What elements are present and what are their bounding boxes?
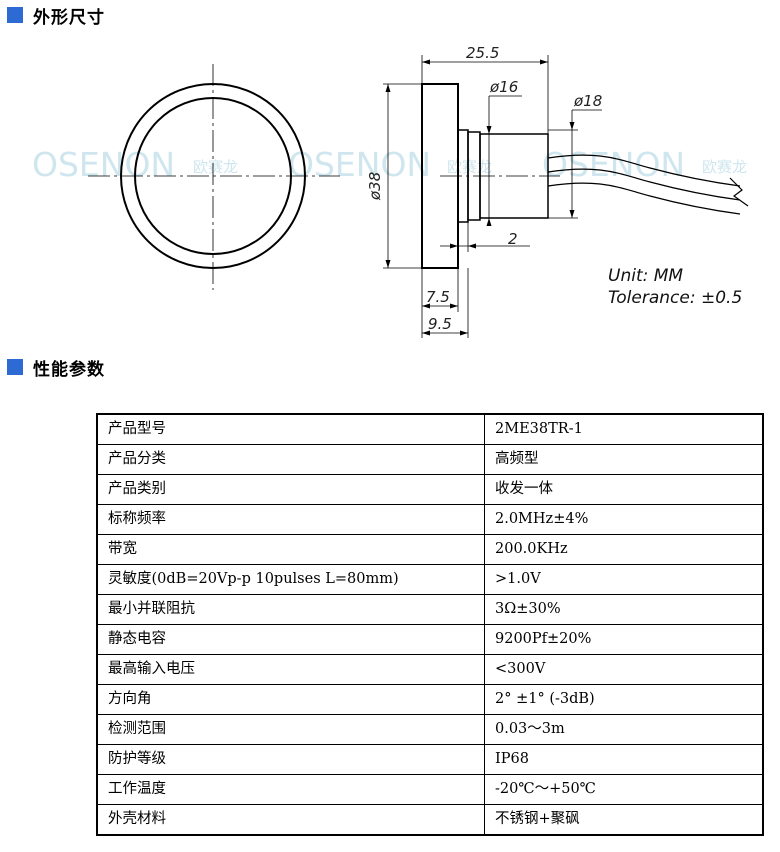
spec-value: <300V <box>484 654 764 685</box>
spec-name: 带宽 <box>96 534 485 565</box>
dim-label-d18: ø18 <box>573 92 602 110</box>
spec-name: 标称频率 <box>96 504 485 535</box>
square-bullet-icon <box>7 7 23 23</box>
dim-label-d38: ø38 <box>366 172 384 201</box>
spec-name: 最小并联阻抗 <box>96 594 485 625</box>
arrowheads <box>385 59 575 336</box>
table-row: 产品类别收发一体 <box>96 474 764 505</box>
spec-name: 产品类别 <box>96 474 485 505</box>
spec-name: 防护等级 <box>96 744 485 775</box>
front-view <box>88 64 340 290</box>
spec-name: 工作温度 <box>96 774 485 805</box>
section-title: 性能参数 <box>33 359 105 380</box>
watermark: OSENON 欧赛龙 OSENON 欧赛龙 OSENON 欧赛龙 <box>32 145 747 184</box>
watermark-cn: 欧赛龙 <box>193 158 238 176</box>
unit-note: Unit: MM Tolerance: ±0.5 <box>608 265 742 309</box>
table-row: 工作温度-20℃～+50℃ <box>96 774 764 805</box>
spec-name: 方向角 <box>96 684 485 715</box>
spec-name: 最高输入电压 <box>96 654 485 685</box>
spec-name: 灵敏度(0dB=20Vp-p 10pulses L=80mm) <box>96 564 485 595</box>
watermark-text: OSENON <box>32 145 175 184</box>
table-row: 外壳材料不锈钢+聚砜 <box>96 804 764 836</box>
section-header-dimensions: 外形尺寸 <box>7 3 105 28</box>
section-title: 外形尺寸 <box>33 7 105 28</box>
dim-label-d16: ø16 <box>489 78 518 96</box>
spec-value: 9200Pf±20% <box>484 624 764 655</box>
square-bullet-icon <box>7 359 23 375</box>
spec-value: -20℃～+50℃ <box>484 774 764 805</box>
spec-value: 200.0KHz <box>484 534 764 565</box>
watermark-text: OSENON <box>542 145 685 184</box>
unit-line: Unit: MM <box>608 266 684 286</box>
spec-value: 3Ω±30% <box>484 594 764 625</box>
spec-name: 外壳材料 <box>96 804 485 836</box>
watermark-text: OSENON <box>288 145 431 184</box>
spec-value: 2.0MHz±4% <box>484 504 764 535</box>
dim-label-2: 2 <box>508 230 518 248</box>
spec-value: IP68 <box>484 744 764 775</box>
spec-value: 高频型 <box>484 444 764 475</box>
dim-label-9-5: 9.5 <box>428 315 452 333</box>
dim-label-7-5: 7.5 <box>426 288 450 306</box>
spec-value: 2° ±1° (-3dB) <box>484 684 764 715</box>
spec-value: 不锈钢+聚砜 <box>484 804 764 836</box>
spec-name: 产品型号 <box>96 413 485 445</box>
tolerance-line: Tolerance: ±0.5 <box>608 288 743 308</box>
table-row: 产品分类高频型 <box>96 444 764 475</box>
spec-name: 产品分类 <box>96 444 485 475</box>
side-view <box>421 83 749 269</box>
watermark-cn: 欧赛龙 <box>447 158 492 176</box>
spec-name: 检测范围 <box>96 714 485 745</box>
spec-value: 收发一体 <box>484 474 764 505</box>
table-row: 灵敏度(0dB=20Vp-p 10pulses L=80mm)>1.0V <box>96 564 764 595</box>
table-row: 最高输入电压<300V <box>96 654 764 685</box>
dimension-lines <box>383 55 602 338</box>
spec-value: 0.03～3m <box>484 714 764 745</box>
section-header-performance: 性能参数 <box>7 355 105 380</box>
spec-value: >1.0V <box>484 564 764 595</box>
dim-label-25-5: 25.5 <box>466 44 499 62</box>
watermark-cn: 欧赛龙 <box>702 158 747 176</box>
dimension-drawing: OSENON 欧赛龙 OSENON 欧赛龙 OSENON 欧赛龙 <box>32 44 749 338</box>
spec-value: 2ME38TR-1 <box>484 413 764 445</box>
spec-name: 静态电容 <box>96 624 485 655</box>
